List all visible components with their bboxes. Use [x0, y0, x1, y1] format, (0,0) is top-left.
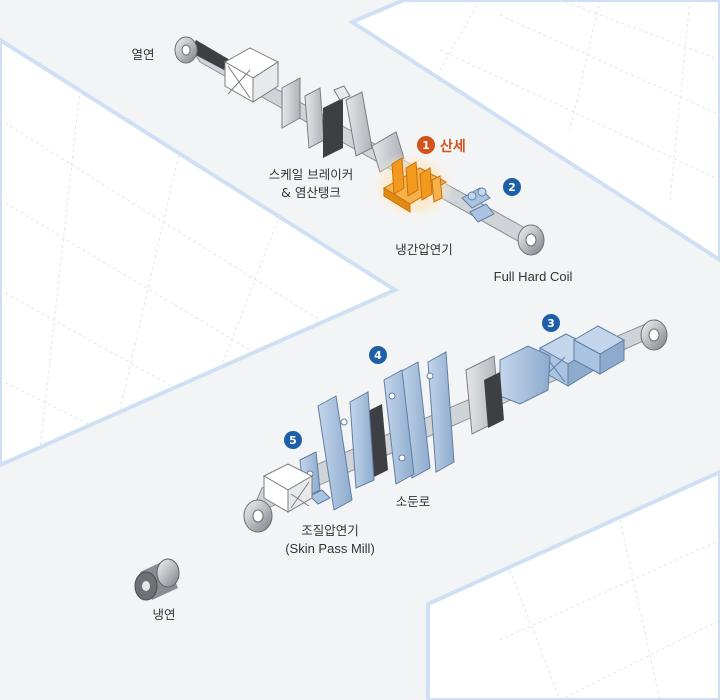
exit-coil — [243, 499, 273, 533]
exit-box — [262, 463, 314, 513]
labels: 열연 스케일 브레이커 & 염산탱크 산세 냉간압연기 Full Hard Co… — [131, 47, 572, 622]
label-scale-breaker: 스케일 브레이커 — [269, 167, 353, 182]
step-badge-5: 5 — [284, 431, 302, 449]
cold-rolling-mill — [461, 187, 495, 223]
scale-breaker-unit — [281, 77, 373, 158]
pickling-unit — [371, 152, 455, 220]
floor-panel-top-right — [347, 0, 720, 263]
svg-text:3: 3 — [547, 317, 555, 330]
full-hard-coil — [517, 224, 545, 256]
label-skin-pass-kr: 조질압연기 — [301, 523, 359, 538]
svg-text:5: 5 — [289, 434, 297, 447]
step-badges: 1 2 3 4 5 — [284, 136, 560, 449]
entry-looper — [465, 355, 504, 435]
step-badge-1: 1 — [417, 136, 435, 154]
label-full-hard-coil: Full Hard Coil — [494, 269, 573, 284]
floor-panel-left — [0, 37, 400, 468]
label-pickling: 산세 — [440, 138, 466, 155]
cold-rolled-coil — [134, 558, 180, 601]
step-badge-4: 4 — [369, 346, 387, 364]
step-badge-2: 2 — [503, 178, 521, 196]
svg-text:1: 1 — [422, 139, 430, 152]
hot-rolled-coil — [174, 36, 198, 64]
label-annealing-furnace: 소둔로 — [396, 494, 431, 509]
label-skin-pass-en: (Skin Pass Mill) — [285, 541, 375, 556]
svg-text:4: 4 — [374, 349, 382, 362]
label-hot-rolled: 열연 — [131, 47, 154, 62]
entry-box — [223, 47, 280, 103]
svg-text:2: 2 — [508, 181, 516, 194]
label-pickling-tank: & 염산탱크 — [281, 185, 341, 200]
entry-coil-right — [640, 319, 668, 351]
step-badge-3: 3 — [542, 314, 560, 332]
label-cold-rolled: 냉연 — [152, 607, 175, 622]
floor-panel-bottom-right — [426, 469, 720, 700]
label-cold-rolling-mill: 냉간압연기 — [395, 242, 453, 257]
upper-line — [174, 36, 545, 256]
cleaning-section — [499, 325, 626, 405]
lower-line — [243, 319, 668, 533]
annealing-furnace — [317, 351, 455, 511]
